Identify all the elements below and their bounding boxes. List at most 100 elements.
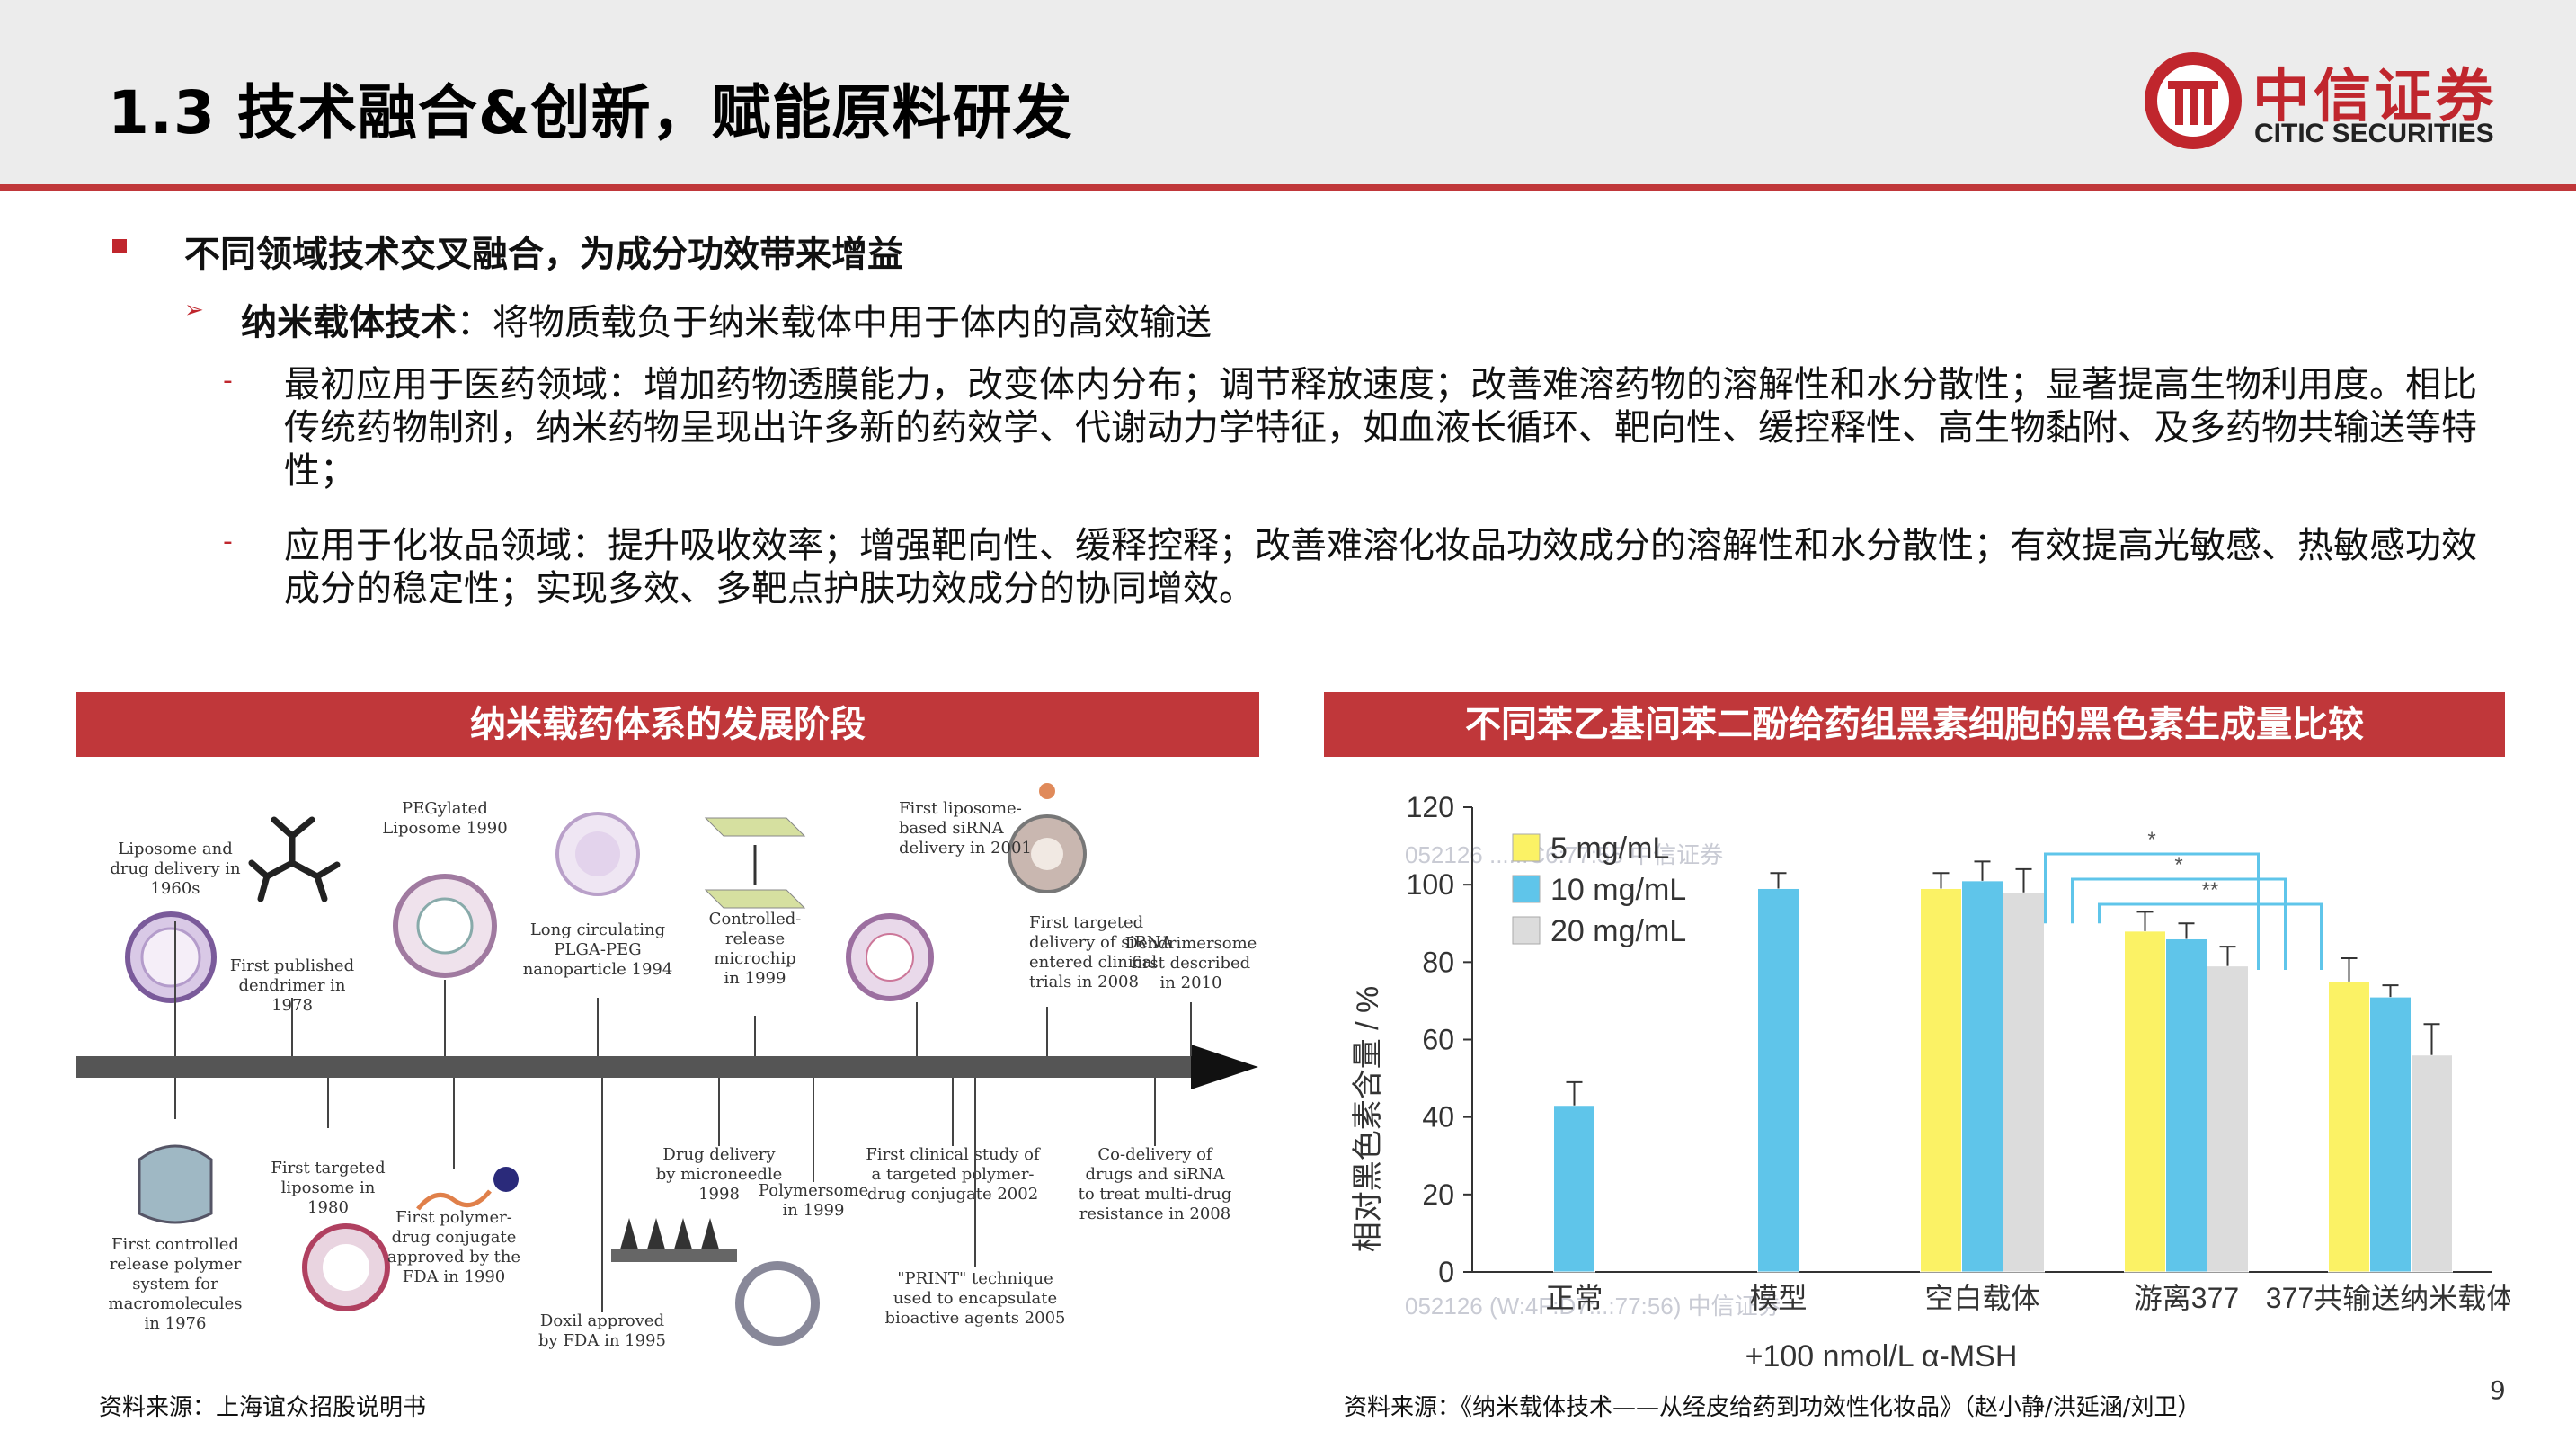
timeline-top-label: Long circulating — [530, 920, 665, 939]
timeline-bottom-label: in 1999 — [783, 1201, 845, 1220]
dash-bullet-icon: - — [223, 526, 233, 557]
timeline-bottom-label: bioactive agents 2005 — [885, 1309, 1066, 1328]
timeline-top-label: First liposome- — [899, 799, 1022, 818]
timeline-bottom-label: Doxil approved — [540, 1311, 664, 1330]
polymersome-illustration-icon — [735, 1261, 820, 1346]
timeline-bottom-label: in 1976 — [145, 1314, 207, 1333]
chart-bar — [1757, 887, 1799, 1273]
timeline-bottom-label: First clinical study of — [866, 1145, 1041, 1164]
timeline-top-label: Controlled- — [709, 910, 802, 929]
timeline-top-label: First published — [230, 956, 354, 975]
bullet-level2-rest: ：将物质载负于纳米载体中用于体内的高效输送 — [457, 302, 1212, 343]
timeline-top-label: nanoparticle 1994 — [523, 960, 673, 979]
bullet-item-cosmetics: 应用于化妆品领域：提升吸收效率；增强靶向性、缓释控释；改善难溶化妆品功效成分的溶… — [284, 525, 2477, 609]
citic-emblem-icon — [2145, 52, 2242, 149]
bullet-item-medicine: 最初应用于医药领域：增加药物透膜能力，改变体内分布；调节释放速度；改善难溶药物的… — [284, 364, 2477, 492]
x-category-label: 模型 — [1749, 1282, 1807, 1314]
chart-x-axis-label: +100 nmol/L α-MSH — [1745, 1339, 2018, 1373]
timeline-top-label: entered clinical — [1029, 953, 1157, 972]
x-category-label: 正常 — [1545, 1282, 1603, 1314]
chart-bar — [2207, 965, 2249, 1273]
timeline-bottom-label: First targeted — [271, 1159, 385, 1178]
timeline-top-label: trials in 2008 — [1029, 973, 1139, 991]
legend-label: 20 mg/mL — [1550, 914, 1686, 948]
liposome-illustration-icon — [125, 911, 217, 1003]
timeline-bottom-label: used to encapsulate — [893, 1289, 1057, 1308]
timeline-arrowhead-icon — [1191, 1045, 1258, 1089]
chart-bar — [2003, 892, 2045, 1273]
timeline-bottom-label: Polymersome — [759, 1181, 868, 1200]
chart-bar — [2369, 996, 2412, 1273]
timeline-top-label: 1960s — [150, 879, 200, 898]
legend-label: 5 mg/mL — [1550, 831, 1669, 866]
timeline-top-label: First targeted — [1029, 913, 1143, 932]
microchip-illustration-icon — [704, 817, 806, 909]
timeline-bottom-label: First polymer- — [395, 1208, 512, 1227]
timeline-top-label: in 2010 — [1160, 973, 1222, 992]
timeline-bottom-label: 1998 — [698, 1185, 740, 1204]
timeline-top-label: PLGA-PEG — [554, 940, 641, 959]
timeline-bottom-label: by microneedle — [656, 1165, 783, 1184]
y-tick-label: 0 — [1438, 1256, 1454, 1288]
timeline-top-label: PEGylated — [402, 799, 488, 818]
x-category-label: 游离377 — [2134, 1282, 2239, 1314]
logo-chinese-text: 中信证券 — [2252, 64, 2497, 130]
y-tick-label: 20 — [1422, 1178, 1454, 1211]
y-tick-label: 60 — [1422, 1024, 1454, 1056]
legend-swatch — [1512, 833, 1541, 862]
chart-bar — [2328, 981, 2370, 1273]
chart-bar — [1961, 880, 2003, 1273]
chart-bar — [2124, 930, 2166, 1273]
targeted-liposome-illustration-icon — [302, 1223, 390, 1311]
x-category-label: 377共输送纳米载体 — [2266, 1282, 2510, 1314]
timeline-bottom-label: FDA in 1990 — [403, 1267, 506, 1286]
legend-swatch — [1512, 916, 1541, 945]
left-panel-title: 纳米载药体系的发展阶段 — [76, 692, 1259, 757]
timeline-top-label: based siRNA — [899, 819, 1005, 838]
left-panel-source: 资料来源：上海谊众招股说明书 — [99, 1394, 427, 1421]
significance-star: * — [2174, 853, 2182, 877]
right-panel-source: 资料来源：《纳米载体技术——从经皮给药到功效性化妆品》（赵小静/洪延涵/刘卫） — [1344, 1394, 2201, 1421]
bullet-level2: 纳米载体技术：将物质载负于纳米载体中用于体内的高效输送 — [241, 293, 1212, 345]
significance-star: ** — [2202, 878, 2219, 902]
chart-bar — [2165, 938, 2207, 1273]
timeline-bottom-label: liposome in — [281, 1178, 376, 1197]
microneedle-illustration-icon — [611, 1218, 737, 1262]
header-divider — [0, 184, 2576, 191]
timeline-bottom-label: approved by the — [387, 1248, 520, 1267]
timeline-top-label: delivery in 2001 — [899, 839, 1032, 858]
timeline-bottom-label: release polymer — [110, 1255, 242, 1274]
timeline-top-label: release — [725, 929, 785, 948]
timeline-bottom-label: 1980 — [307, 1198, 349, 1217]
chart-bar — [1553, 1105, 1595, 1273]
polymer-drug-conjugate-illustration-icon — [416, 1167, 519, 1211]
timeline-top-label: Liposome 1990 — [382, 819, 507, 838]
timeline-top-label: Liposome and — [118, 840, 232, 858]
timeline-top-label: delivery of siRNA — [1029, 933, 1174, 952]
chart-bars: **** — [1553, 828, 2453, 1273]
chart-bar — [1920, 887, 1962, 1273]
timeline-bottom-label: Co-delivery of — [1097, 1145, 1213, 1164]
arrow-bullet-icon: ➢ — [184, 297, 204, 324]
y-tick-label: 120 — [1407, 791, 1454, 823]
dash-bullet-icon: - — [223, 365, 233, 396]
timeline-bottom-label: "PRINT" technique — [897, 1269, 1053, 1288]
timeline-bottom-label: macromolecules — [109, 1294, 243, 1313]
timeline-top-label: microchip — [714, 949, 795, 968]
timeline-bottom-label: by FDA in 1995 — [538, 1331, 666, 1350]
pegylated-liposome-illustration-icon — [393, 874, 497, 978]
significance-bracket — [2044, 852, 2260, 970]
legend-swatch — [1512, 875, 1541, 903]
timeline-bottom-label: Drug delivery — [662, 1145, 776, 1164]
significance-bracket — [2071, 877, 2287, 970]
timeline-bottom-label: drugs and siRNA — [1085, 1165, 1225, 1184]
citic-logo: 中信证券 CITIC SECURITIES — [2139, 47, 2517, 155]
page-title: 1.3 技术融合&创新，赋能原料研发 — [108, 78, 1073, 147]
timeline-bottom-label: a targeted polymer- — [871, 1165, 1034, 1184]
timeline-top-label: first described — [1132, 954, 1250, 973]
x-category-label: 空白载体 — [1924, 1282, 2039, 1314]
timeline-axis — [76, 1056, 1191, 1078]
